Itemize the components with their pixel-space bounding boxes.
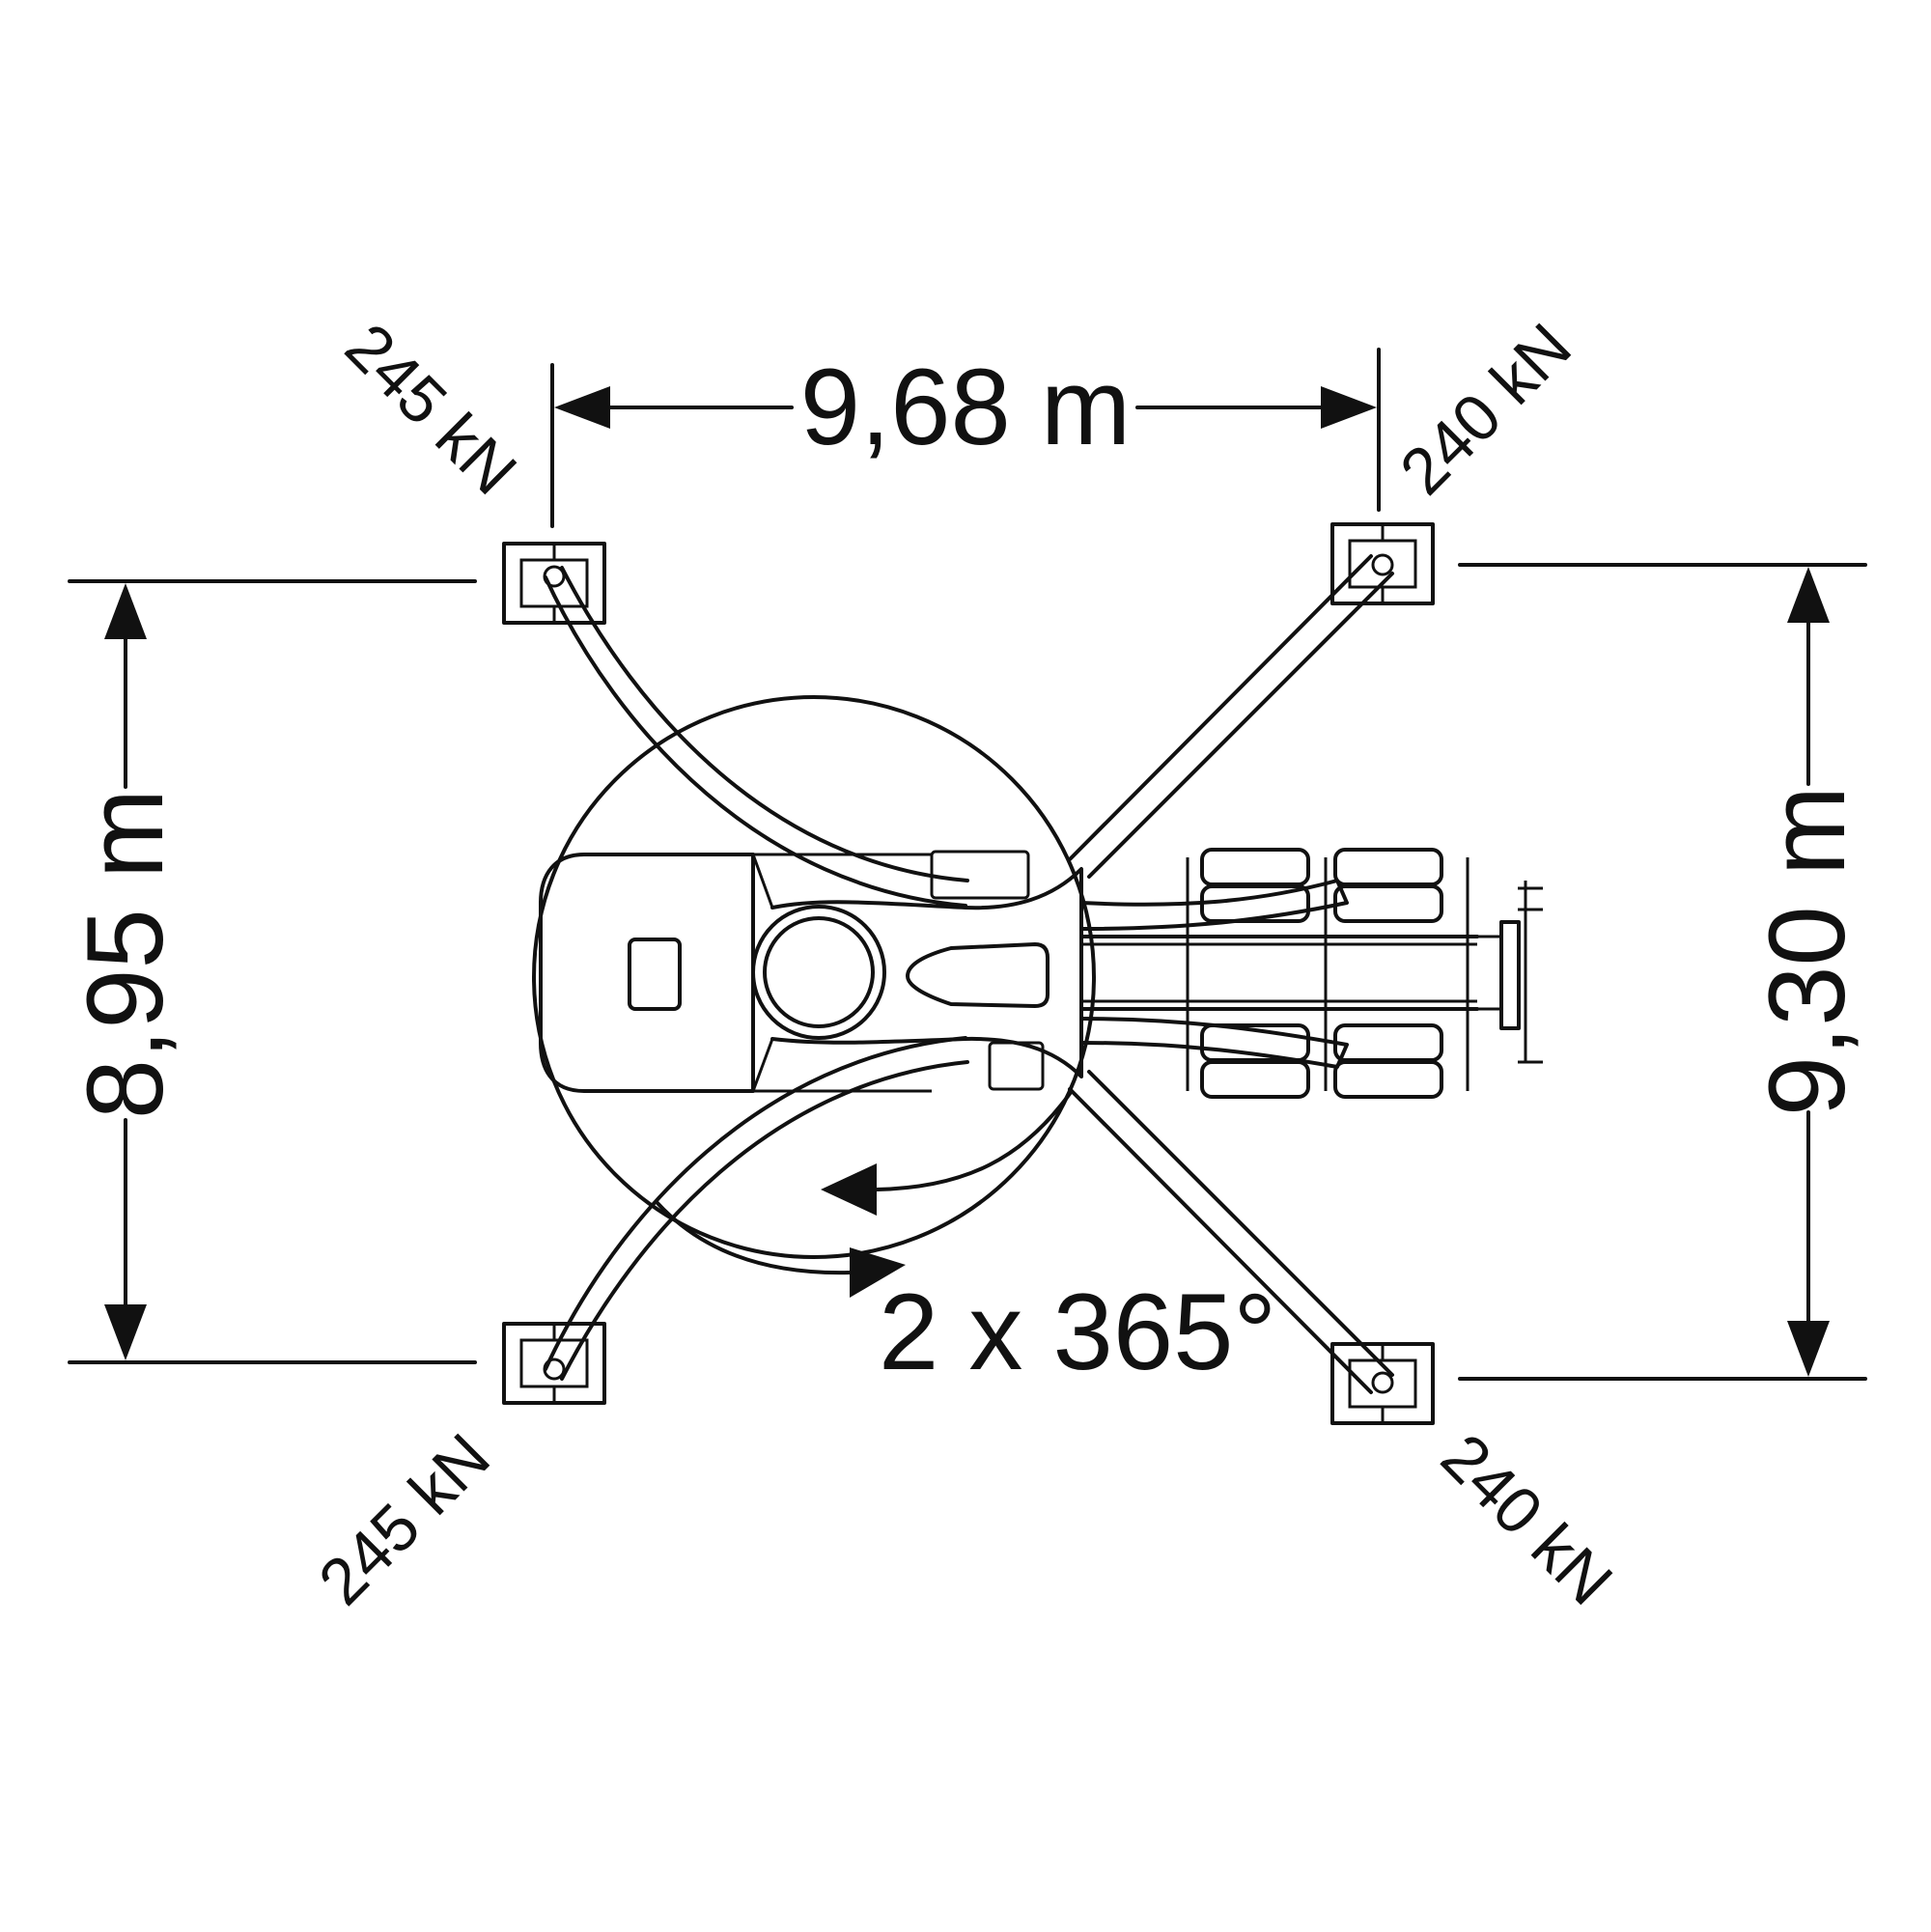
pad-rear-right (1330, 1342, 1435, 1425)
slewing-label: 2 x 365° (879, 1272, 1276, 1392)
slew-arc-lower (655, 1200, 852, 1275)
boom-arm-top (1079, 879, 1349, 931)
superstructure-body (770, 867, 1083, 1078)
cab-window (628, 938, 682, 1011)
top-arrow-right (1321, 386, 1377, 429)
load-label-rear-right: 240 kN (1427, 1420, 1626, 1619)
slew-ring-outer (751, 905, 886, 1040)
right-height-dimension: 9,30 m (1458, 563, 1867, 1381)
slew-arc-upper (875, 1089, 1074, 1191)
pad-front-right (1330, 522, 1435, 605)
left-arrow-top (104, 583, 147, 639)
top-width-dimension: 9,68 m (550, 347, 1381, 528)
hook-block (1499, 920, 1521, 1030)
left-height-label: 8,95 m (65, 789, 185, 1119)
boom-arm-bottom (1079, 1017, 1349, 1069)
carrier-wheels (1186, 848, 1469, 1099)
outrigger-beam-front-right (1068, 553, 1394, 879)
winch-drum (906, 942, 1049, 1008)
right-height-label: 9,30 m (1747, 786, 1867, 1116)
crane-superstructure (539, 850, 1543, 1093)
cab (539, 853, 755, 1093)
top-arrow-left (554, 386, 610, 429)
load-label-rear-left: 245 kN (305, 1420, 504, 1619)
top-width-label: 9,68 m (800, 347, 1131, 467)
left-height-dimension: 8,95 m (65, 579, 477, 1364)
slew-ring-inner (763, 916, 875, 1028)
outrigger-beam-rear-left (543, 1036, 969, 1381)
left-arrow-bottom (104, 1304, 147, 1360)
slewing-circle (532, 695, 1096, 1259)
outrigger-beam-front-left (543, 565, 969, 908)
load-label-front-right: 240 kN (1386, 310, 1585, 509)
pad-rear-left (502, 1322, 606, 1405)
right-arrow-bottom (1787, 1321, 1830, 1377)
outrigger-beam-rear-right (1068, 1070, 1394, 1394)
slewing-indicator: 2 x 365° (655, 1089, 1276, 1392)
right-arrow-top (1787, 567, 1830, 623)
pad-front-left (502, 542, 606, 625)
slew-arrow-upper (821, 1163, 877, 1216)
load-label-front-left: 245 kN (331, 310, 530, 509)
slew-arrow-lower (850, 1247, 906, 1298)
